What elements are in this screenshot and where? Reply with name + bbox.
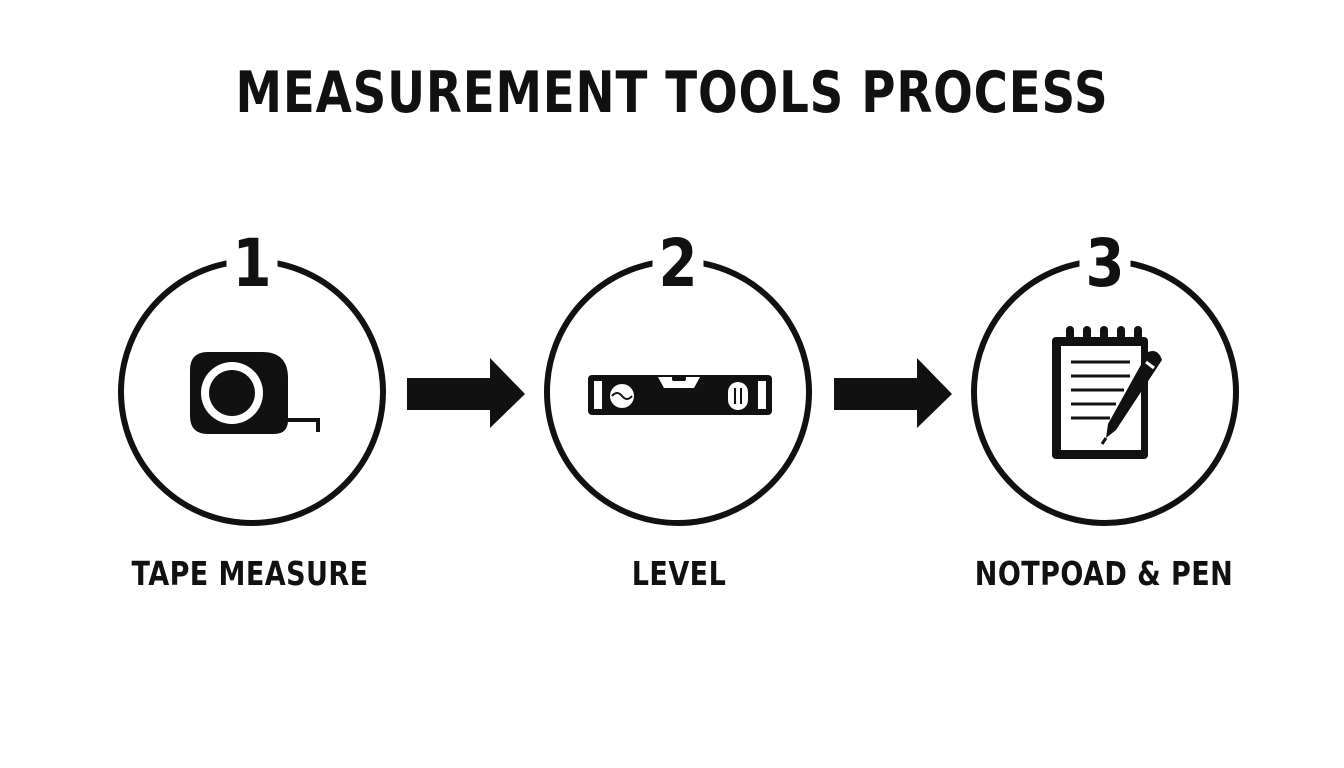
step-1-label: TAPE MEASURE (131, 554, 369, 593)
tape-measure-icon (190, 352, 320, 434)
page-title: MEASUREMENT TOOLS PROCESS (235, 60, 1109, 126)
step-2-label: LEVEL (631, 554, 727, 593)
step-2-number: 2 (652, 228, 704, 300)
step-3-label: NOTPOAD & PEN (974, 554, 1234, 593)
step-1-number: 1 (226, 228, 278, 300)
step-3-number: 3 (1079, 228, 1131, 300)
arrow-icon (834, 358, 952, 428)
notepad-pen-icon (1052, 326, 1162, 459)
arrow-icon (407, 358, 525, 428)
spirit-level-icon (588, 375, 772, 415)
